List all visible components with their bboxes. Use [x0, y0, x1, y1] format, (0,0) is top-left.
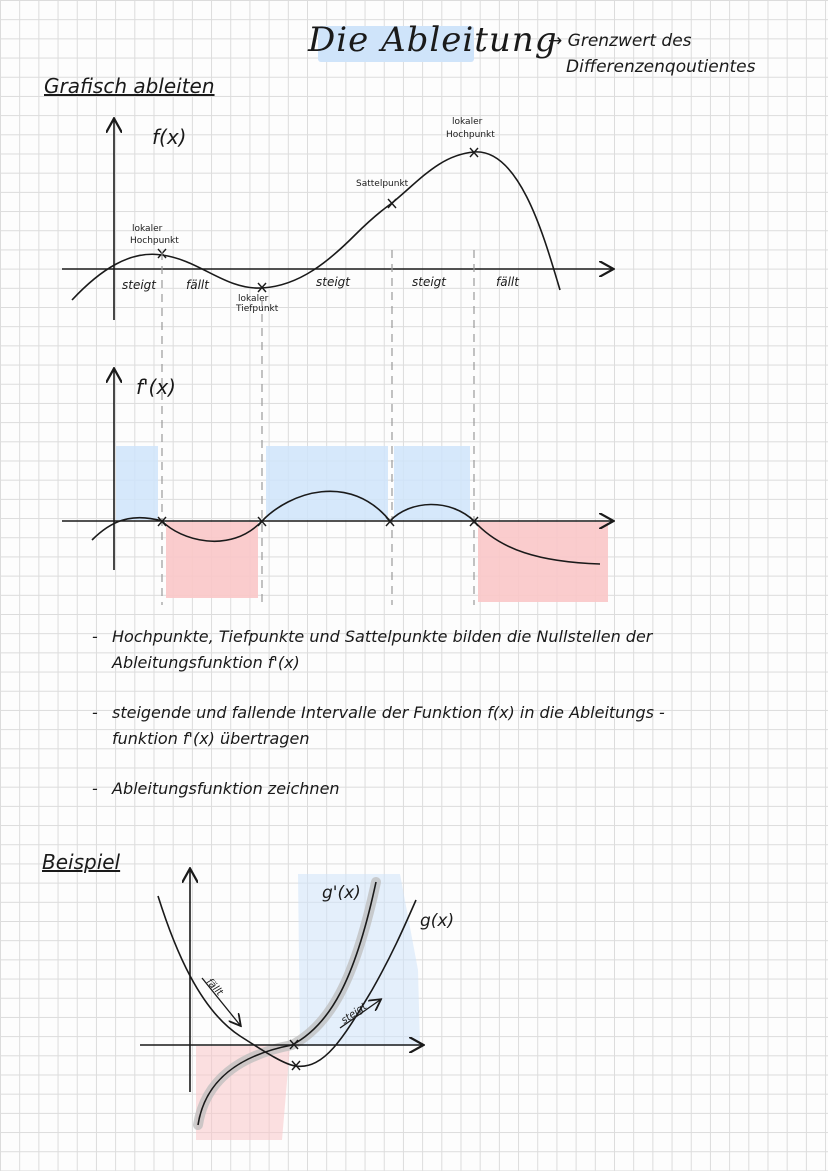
- root-marker: [157, 516, 167, 527]
- marker-tiefpunkt: [257, 282, 267, 293]
- interval-5: fällt: [496, 275, 520, 289]
- marker-sattelpunkt: [387, 198, 397, 209]
- shade-negative: [478, 522, 608, 602]
- label-lokaler-tief: lokaler: [238, 294, 269, 304]
- note-line-2: Differenzenqoutientes: [566, 57, 756, 77]
- label-hochpunkt-2: Hochpunkt: [446, 130, 495, 140]
- title-highlight: [318, 26, 474, 62]
- label-tiefpunkt: Tiefpunkt: [235, 304, 279, 314]
- graph-example: fällt steigt g'(x) g(x): [140, 860, 454, 1140]
- section-heading-grafisch: Grafisch ableiten: [44, 74, 215, 98]
- label-g-prime: g'(x): [322, 883, 361, 903]
- shading: [116, 446, 608, 602]
- interval-2: fällt: [186, 278, 210, 292]
- root-marker: [469, 516, 479, 527]
- shade-positive: [394, 446, 470, 520]
- root-markers: [157, 516, 479, 527]
- bullet-item: - Ableitungsfunktion zeichnen: [92, 776, 732, 802]
- shade-negative: [196, 1046, 290, 1140]
- curve-g-prime: [197, 881, 377, 1126]
- arrow-falls-icon: [201, 977, 240, 1025]
- bullet-text: Hochpunkte, Tiefpunkte und Sattelpunkte …: [112, 627, 653, 646]
- root-marker: [289, 1039, 299, 1050]
- graph-label-f-prime: f'(x): [136, 375, 176, 399]
- label-lokaler-1: lokaler: [132, 224, 163, 234]
- page-title: Die Ableitung: [308, 20, 558, 60]
- shade-positive: [116, 446, 158, 520]
- interval-1: steigt: [122, 278, 157, 292]
- interval-4: steigt: [412, 275, 447, 289]
- label-sattelpunkt: Sattelpunkt: [356, 179, 409, 189]
- bullet-list: - Hochpunkte, Tiefpunkte und Sattelpunkt…: [92, 624, 732, 826]
- label-g: g(x): [420, 911, 454, 931]
- graph-f: f(x) lokaler Hochpunkt lokaler Tiefpunkt…: [62, 100, 828, 320]
- bullet-text: Ableitungsfunktion zeichnen: [112, 779, 340, 798]
- bullet-text: Ableitungsfunktion f'(x): [112, 653, 300, 672]
- marker-hochpunkt-2: [469, 147, 479, 158]
- example-shading: [196, 874, 420, 1140]
- example-markers: [289, 1039, 301, 1071]
- bullet-item: - steigende und fallende Intervalle der …: [92, 700, 732, 752]
- section-heading-beispiel: Beispiel: [42, 850, 121, 874]
- bullet-text: steigende und fallende Intervalle der Fu…: [112, 703, 665, 722]
- label-hochpunkt-1: Hochpunkt: [130, 236, 179, 246]
- graph-label-f: f(x): [152, 125, 186, 149]
- bullet-text: funktion f'(x) übertragen: [112, 729, 310, 748]
- interval-3: steigt: [316, 275, 351, 289]
- root-marker: [257, 516, 267, 527]
- root-marker: [385, 516, 395, 527]
- arrow-rises-icon: [339, 1000, 380, 1029]
- extremum-markers: [157, 147, 479, 293]
- note-line-1: Grenzwert des: [567, 31, 692, 51]
- guide-lines: [161, 250, 475, 605]
- arrow-icon: →: [548, 31, 563, 51]
- label-lokaler-2: lokaler: [452, 117, 483, 127]
- graph-f-prime: f'(x): [62, 360, 828, 602]
- label-falls: fällt: [204, 977, 226, 999]
- bullet-item: - Hochpunkte, Tiefpunkte und Sattelpunkt…: [92, 624, 732, 676]
- min-marker: [291, 1060, 301, 1071]
- title-note: → Grenzwert des Differenzenqoutientes: [548, 28, 756, 80]
- shade-positive: [266, 446, 388, 520]
